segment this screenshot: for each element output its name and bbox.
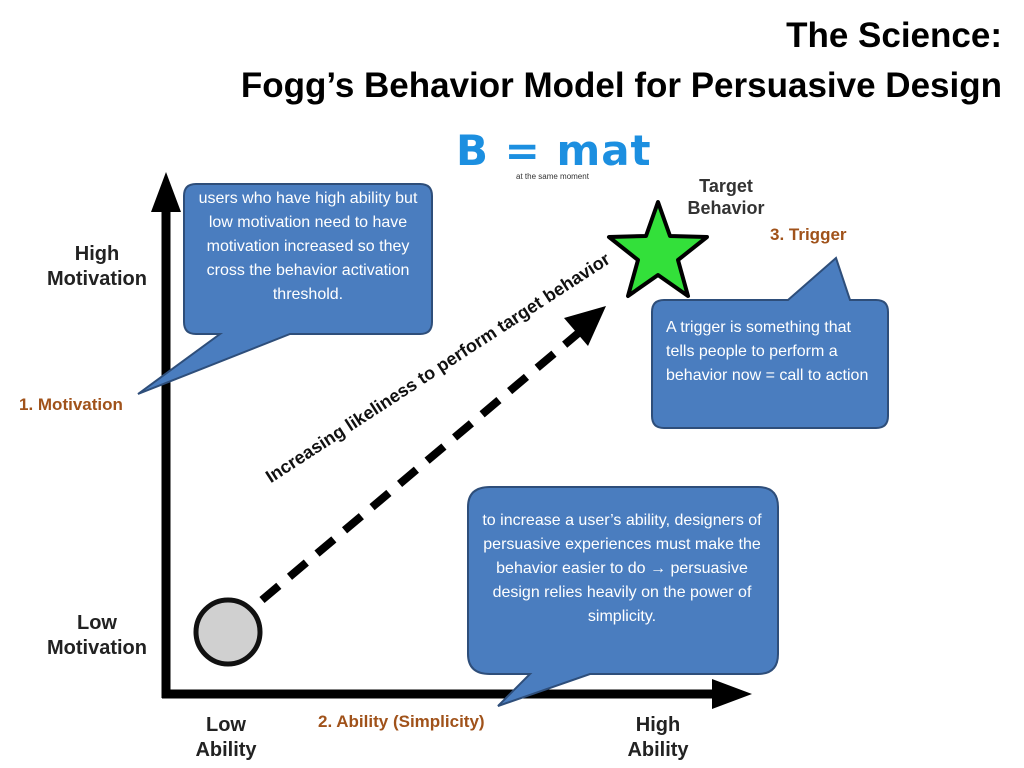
target-star-icon: [607, 200, 709, 298]
trigger-callout-text: A trigger is something that tells people…: [666, 319, 869, 384]
motivation-callout-text: users who have high ability but low moti…: [198, 190, 418, 303]
formula-note: at the same moment: [516, 172, 589, 181]
y-axis-high-label: High Motivation: [47, 243, 147, 290]
y-axis-low-label: Low Motivation: [47, 612, 147, 659]
slide-title-line-1: The Science:: [786, 16, 1002, 55]
bma-formula: B = mat: [456, 126, 652, 175]
trigger-callout: [651, 256, 889, 429]
ability-callout: [467, 486, 779, 707]
factor-motivation-label: 1. Motivation: [19, 395, 123, 414]
starting-point-circle: [193, 597, 263, 667]
x-axis-low-label: Low Ability: [195, 714, 257, 761]
y-axis-arrowhead: [151, 172, 181, 212]
ability-callout-text: to increase a user’s ability, designers …: [482, 512, 762, 625]
motivation-callout: [137, 183, 433, 395]
factor-trigger-label: 3. Trigger: [770, 225, 847, 244]
target-behavior-label: Target Behavior: [687, 176, 765, 218]
x-axis-high-label: High Ability: [627, 714, 689, 761]
likeliness-arrowhead: [564, 306, 606, 346]
slide-title-line-2: Fogg’s Behavior Model for Persuasive Des…: [240, 66, 1002, 105]
x-axis-arrowhead: [712, 679, 752, 709]
factor-ability-label: 2. Ability (Simplicity): [318, 712, 485, 731]
